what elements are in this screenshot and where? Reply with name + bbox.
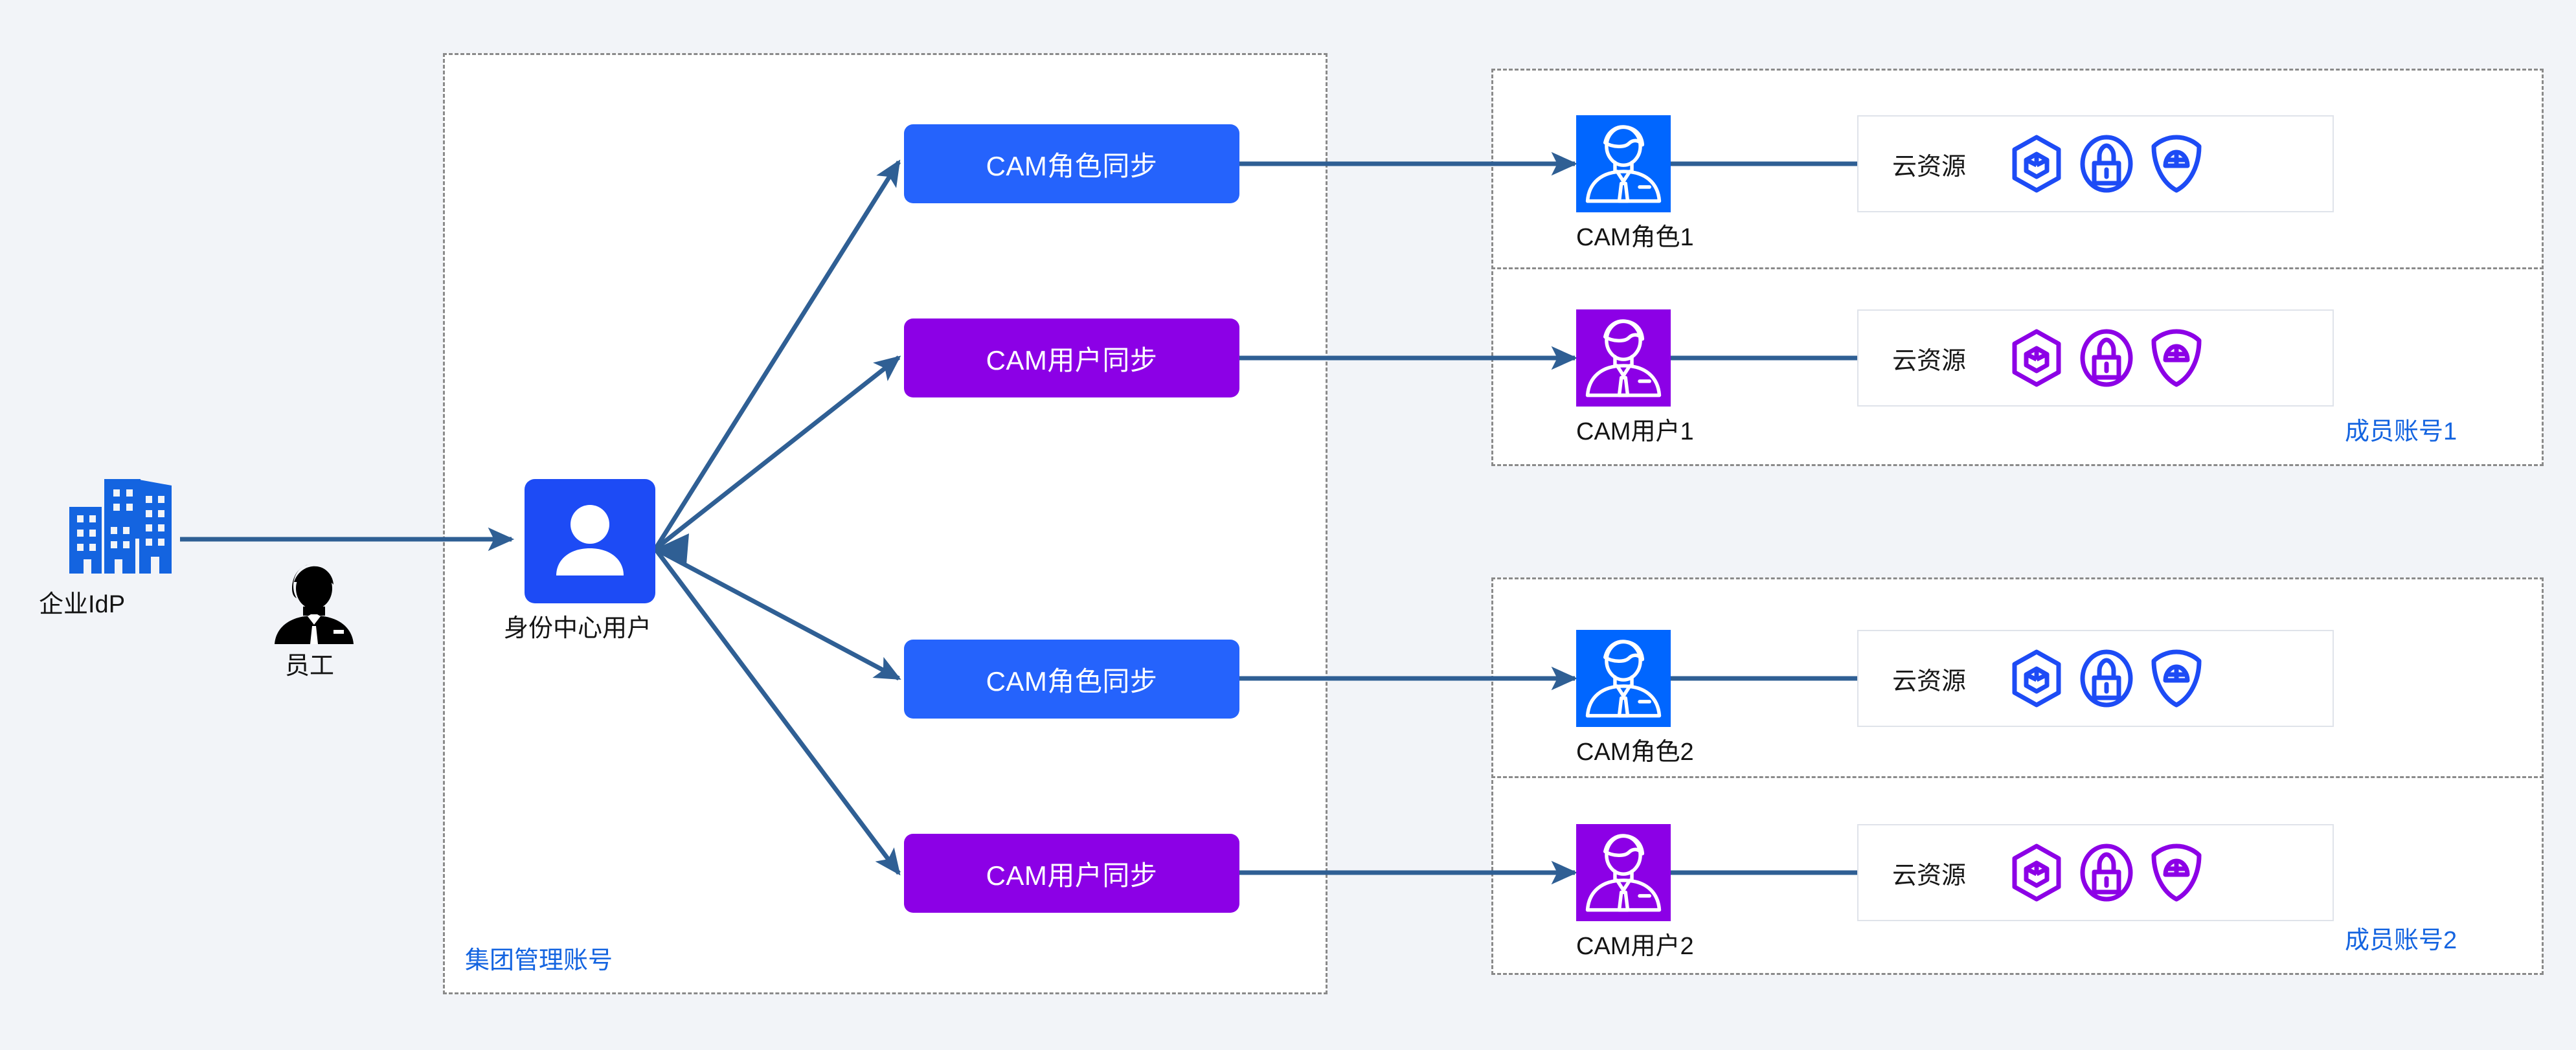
member-account-1-label: 成员账号1 — [2345, 418, 2457, 445]
employee-person-icon — [275, 564, 354, 644]
cam-role-2-tile[interactable] — [1576, 630, 1671, 727]
cube-hexagon-icon — [2012, 649, 2061, 708]
sync-node-cam-user-2[interactable]: CAM用户同步 — [904, 834, 1239, 913]
shield-globe-icon — [2151, 329, 2202, 387]
cam-user-1-label: CAM用户1 — [1576, 418, 1694, 445]
cloud-resource-card-user-1: 云资源 — [1857, 309, 2334, 407]
cube-hexagon-icon — [2012, 329, 2061, 387]
sync-node-label: CAM角色同步 — [986, 665, 1158, 697]
identity-center-user-label: 身份中心用户 — [504, 615, 652, 642]
sync-node-label: CAM用户同步 — [986, 860, 1158, 891]
lock-circle-icon — [2080, 843, 2133, 902]
cloud-resource-label: 云资源 — [1892, 862, 1967, 889]
identity-center-user-tile[interactable] — [525, 479, 655, 603]
cloud-resource-card-role-2: 云资源 — [1857, 630, 2334, 727]
cam-user-1-tile[interactable] — [1576, 309, 1671, 407]
sync-node-cam-role-2[interactable]: CAM角色同步 — [904, 640, 1239, 719]
employee-icon-wrap — [269, 562, 359, 646]
cube-hexagon-icon — [2012, 135, 2061, 193]
cam-role-person-icon — [1585, 640, 1662, 718]
member-account-1-divider — [1491, 267, 2544, 269]
cam-role-2-label: CAM角色2 — [1576, 739, 1694, 766]
shield-globe-icon — [2151, 135, 2202, 193]
identity-center-user-icon — [556, 505, 624, 575]
enterprise-idp-icon-wrap — [65, 476, 181, 579]
cloud-resource-icon-group — [2010, 329, 2203, 387]
cam-role-1-tile[interactable] — [1576, 115, 1671, 212]
lock-circle-icon — [2080, 135, 2133, 193]
enterprise-idp-label: 企业IdP — [39, 591, 126, 618]
sync-node-cam-role-1[interactable]: CAM角色同步 — [904, 124, 1239, 203]
sync-node-label: CAM用户同步 — [986, 344, 1158, 375]
cam-user-2-tile[interactable] — [1576, 824, 1671, 921]
member-account-2-label: 成员账号2 — [2345, 927, 2457, 954]
lock-circle-icon — [2080, 649, 2133, 708]
cam-role-1-label: CAM角色1 — [1576, 224, 1694, 251]
member-account-2-divider — [1491, 776, 2544, 778]
cam-user-person-icon — [1585, 834, 1662, 912]
cam-role-person-icon — [1585, 125, 1662, 203]
cloud-resource-icon-group — [2010, 135, 2203, 193]
cloud-resource-label: 云资源 — [1892, 667, 1967, 695]
cloud-resource-label: 云资源 — [1892, 153, 1967, 181]
management-account-label: 集团管理账号 — [465, 947, 613, 974]
shield-globe-icon — [2151, 649, 2202, 708]
shield-globe-icon — [2151, 843, 2202, 902]
sync-node-cam-user-1[interactable]: CAM用户同步 — [904, 318, 1239, 397]
cloud-resource-icon-group — [2010, 649, 2203, 708]
cloud-resource-card-user-2: 云资源 — [1857, 824, 2334, 921]
sync-node-label: CAM角色同步 — [986, 150, 1158, 181]
cloud-resource-icon-group — [2010, 843, 2203, 902]
cam-user-2-label: CAM用户2 — [1576, 933, 1694, 960]
cloud-resource-card-role-1: 云资源 — [1857, 115, 2334, 212]
lock-circle-icon — [2080, 329, 2133, 387]
cube-hexagon-icon — [2012, 843, 2061, 902]
cam-user-person-icon — [1585, 319, 1662, 397]
employee-label: 员工 — [285, 653, 335, 680]
cloud-resource-label: 云资源 — [1892, 347, 1967, 375]
office-buildings-icon — [69, 478, 172, 574]
